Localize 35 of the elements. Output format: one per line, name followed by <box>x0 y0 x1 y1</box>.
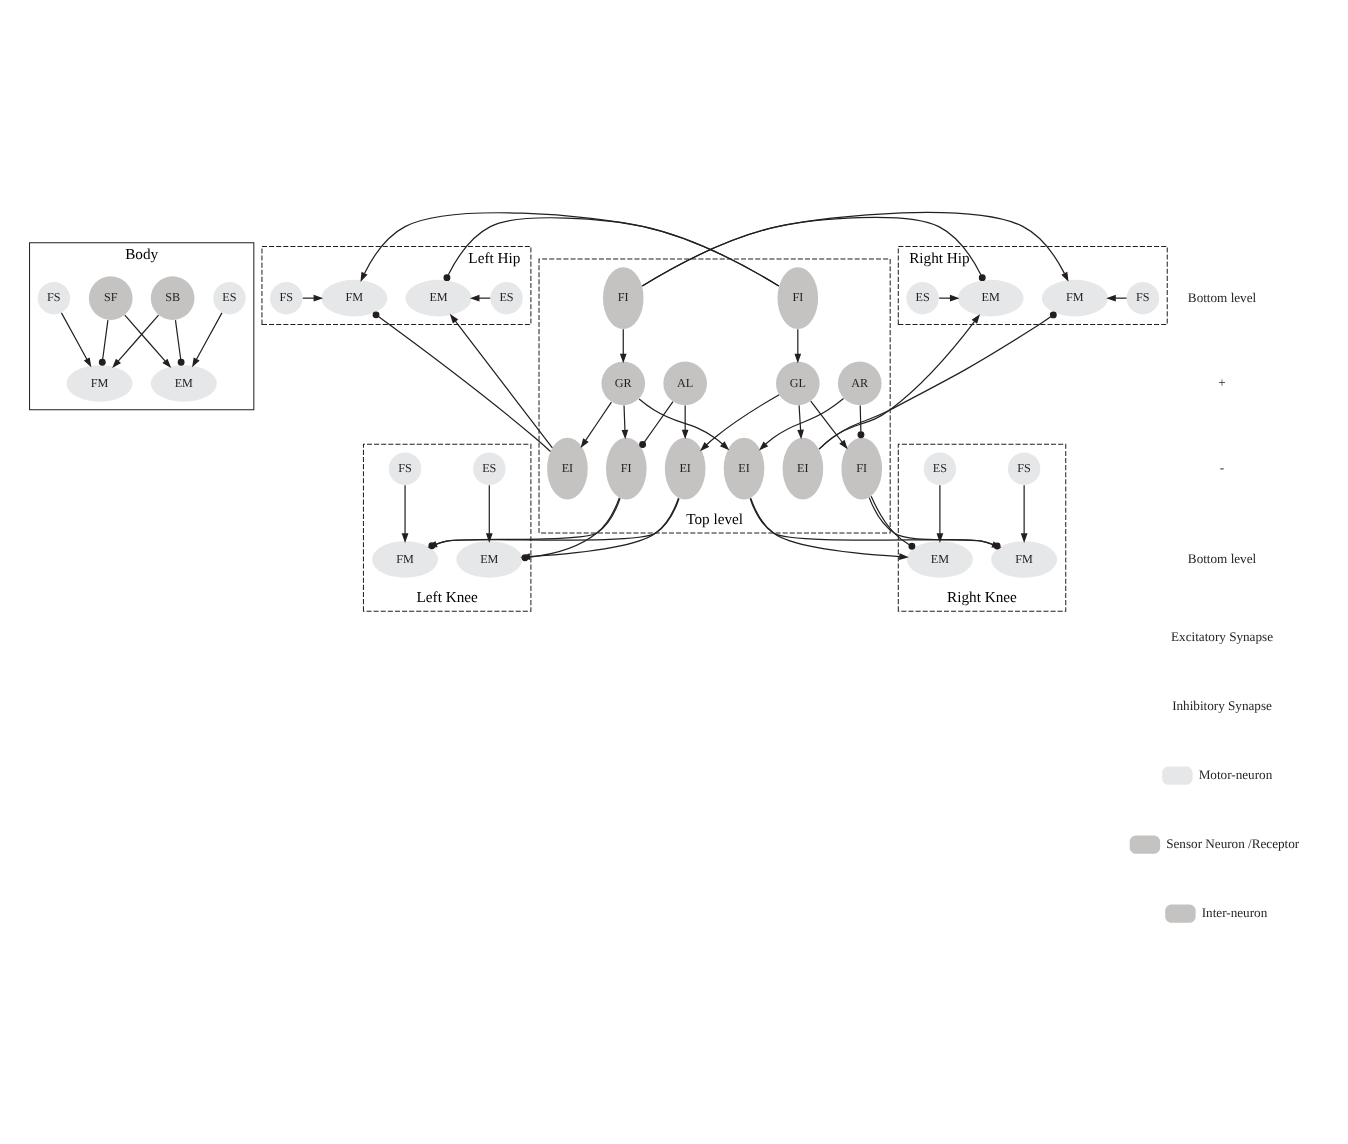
connector <box>641 216 986 287</box>
connector <box>639 401 674 448</box>
arrow <box>60 312 92 368</box>
arrow <box>469 294 491 302</box>
arrow <box>621 404 629 440</box>
connector <box>372 311 552 453</box>
arrow <box>1020 484 1028 543</box>
arrow <box>936 484 944 543</box>
arrow <box>580 401 613 448</box>
connector <box>818 311 1057 450</box>
arrow <box>818 314 981 450</box>
arrow <box>638 398 730 451</box>
arrow <box>810 400 848 450</box>
arrow <box>112 314 160 369</box>
arrow <box>700 394 780 452</box>
arrow <box>681 404 689 440</box>
connector <box>870 495 916 550</box>
arrow <box>449 313 553 449</box>
arrow <box>750 497 909 560</box>
arrow <box>641 211 1069 287</box>
arrow <box>485 484 493 543</box>
arrow <box>302 294 324 302</box>
arrow <box>124 314 172 369</box>
arrow <box>794 328 802 364</box>
arrow <box>619 328 627 364</box>
connector <box>857 404 865 439</box>
arrow <box>758 397 845 451</box>
connector <box>174 319 185 366</box>
arrow <box>938 294 960 302</box>
arrow <box>360 212 780 287</box>
arrow <box>797 404 804 440</box>
arrow <box>1106 294 1128 302</box>
arrow <box>192 312 223 368</box>
connector <box>98 319 109 366</box>
arrow <box>401 484 409 543</box>
